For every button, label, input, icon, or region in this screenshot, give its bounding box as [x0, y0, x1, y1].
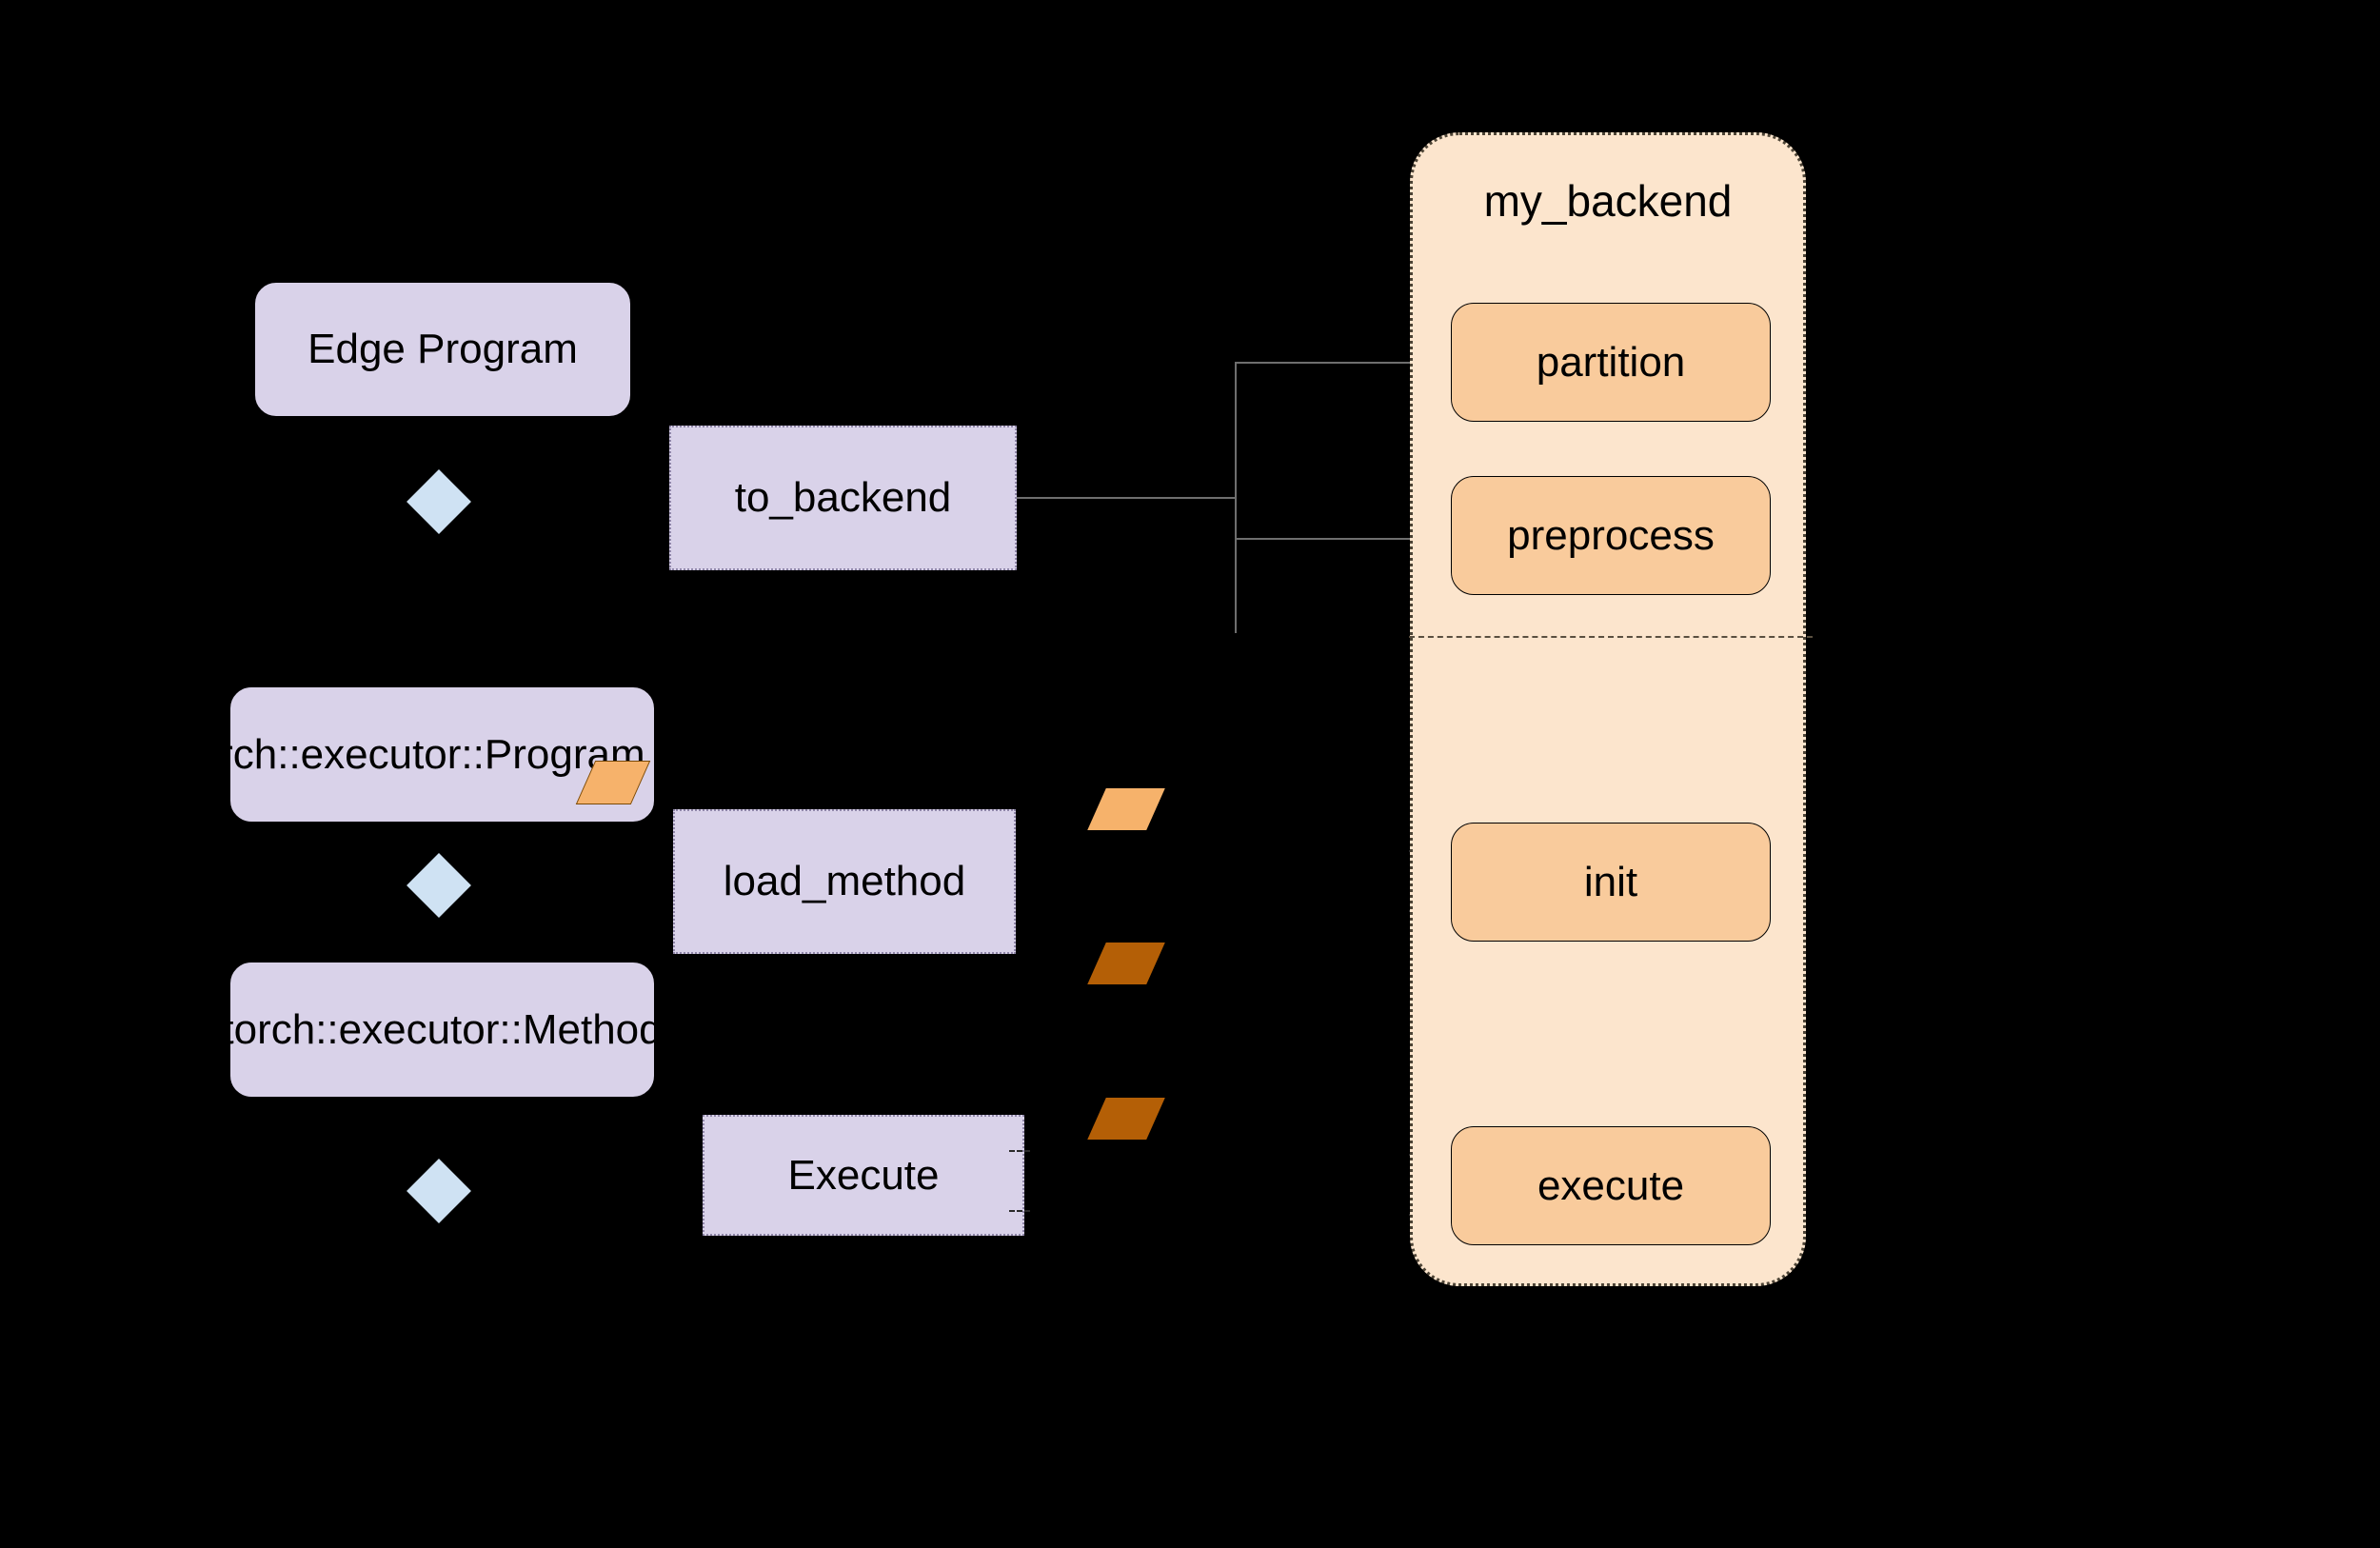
diamond-edge-to-program — [407, 469, 471, 534]
backend-box-preprocess-label: preprocess — [1507, 511, 1715, 559]
diamond-program-to-method — [407, 853, 471, 918]
backend-box-init[interactable]: init — [1451, 823, 1771, 942]
node-edge-program-label: Edge Program — [307, 326, 578, 373]
node-to-backend[interactable]: to_backend — [669, 426, 1017, 570]
backend-box-execute-label: execute — [1537, 1161, 1685, 1209]
backend-title: my_backend — [1483, 176, 1733, 226]
node-execute-label: Execute — [787, 1151, 940, 1199]
connector-execute-stub-bottom — [1009, 1210, 1030, 1212]
backend-box-partition[interactable]: partition — [1451, 303, 1771, 422]
parallelogram-delegate-payload-1 — [1087, 788, 1165, 830]
backend-box-preprocess[interactable]: preprocess — [1451, 476, 1771, 595]
node-load-method-label: load_method — [723, 858, 966, 905]
node-executor-method-label: torch::executor::Method — [222, 1005, 663, 1053]
backend-container[interactable]: my_backend partition preprocess init exe… — [1409, 132, 1813, 1286]
parallelogram-delegate-payload-3 — [1087, 1098, 1165, 1140]
connector-to-backend-stem — [1017, 497, 1235, 499]
node-executor-method[interactable]: torch::executor::Method — [222, 963, 663, 1097]
node-executor-program[interactable]: torch::executor::Program — [184, 687, 654, 822]
node-execute[interactable]: Execute — [703, 1115, 1024, 1236]
parallelogram-delegate-payload-2 — [1087, 943, 1165, 984]
node-load-method[interactable]: load_method — [673, 809, 1016, 954]
backend-box-init-label: init — [1583, 858, 1638, 905]
connector-to-backend-split — [1235, 362, 1237, 633]
aot-runtime-divider — [1409, 636, 1813, 638]
node-edge-program[interactable]: Edge Program — [255, 283, 630, 416]
backend-box-execute[interactable]: execute — [1451, 1126, 1771, 1245]
connector-execute-stub-top — [1009, 1150, 1030, 1152]
connector-to-partition — [1235, 362, 1450, 364]
backend-box-partition-label: partition — [1536, 338, 1686, 386]
diamond-method-to-execute — [407, 1159, 471, 1223]
node-executor-program-label: torch::executor::Program — [184, 730, 645, 778]
node-to-backend-label: to_backend — [734, 474, 952, 522]
connector-to-preprocess — [1235, 538, 1450, 540]
